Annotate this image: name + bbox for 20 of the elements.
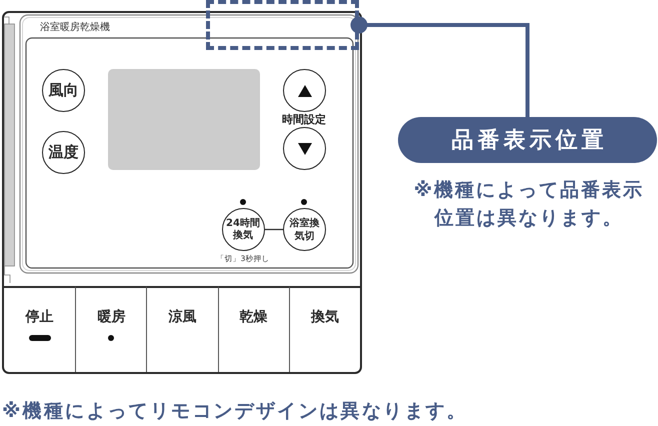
callout-label: 品番表示位置 — [398, 117, 657, 163]
panel-button: 停止 — [4, 286, 76, 372]
dashed-highlight-box — [206, 0, 359, 50]
round-button — [283, 127, 326, 170]
remote-control-body — [2, 11, 362, 374]
panel-button: 換気 — [288, 286, 360, 372]
round-button: 風向 — [42, 69, 85, 112]
round-button: 24時間換気 — [222, 208, 264, 251]
round-button: 温度 — [42, 131, 85, 174]
panel-title: 浴室暖房乾燥機 — [40, 21, 110, 34]
panel-button: 暖房 — [75, 286, 146, 372]
connector-line — [264, 228, 283, 230]
leader-line — [350, 16, 530, 117]
note-text: ※機種によってリモコンデザインは異なります。 — [2, 399, 468, 424]
round-button — [283, 69, 326, 112]
round-button: 浴室換気切 — [283, 208, 326, 251]
button-label: 時間設定 — [281, 113, 327, 127]
panel-button: 涼風 — [146, 286, 218, 372]
note-text: ※機種によって品番表示位置は異なります。 — [412, 178, 646, 231]
panel-button: 乾燥 — [218, 286, 289, 372]
